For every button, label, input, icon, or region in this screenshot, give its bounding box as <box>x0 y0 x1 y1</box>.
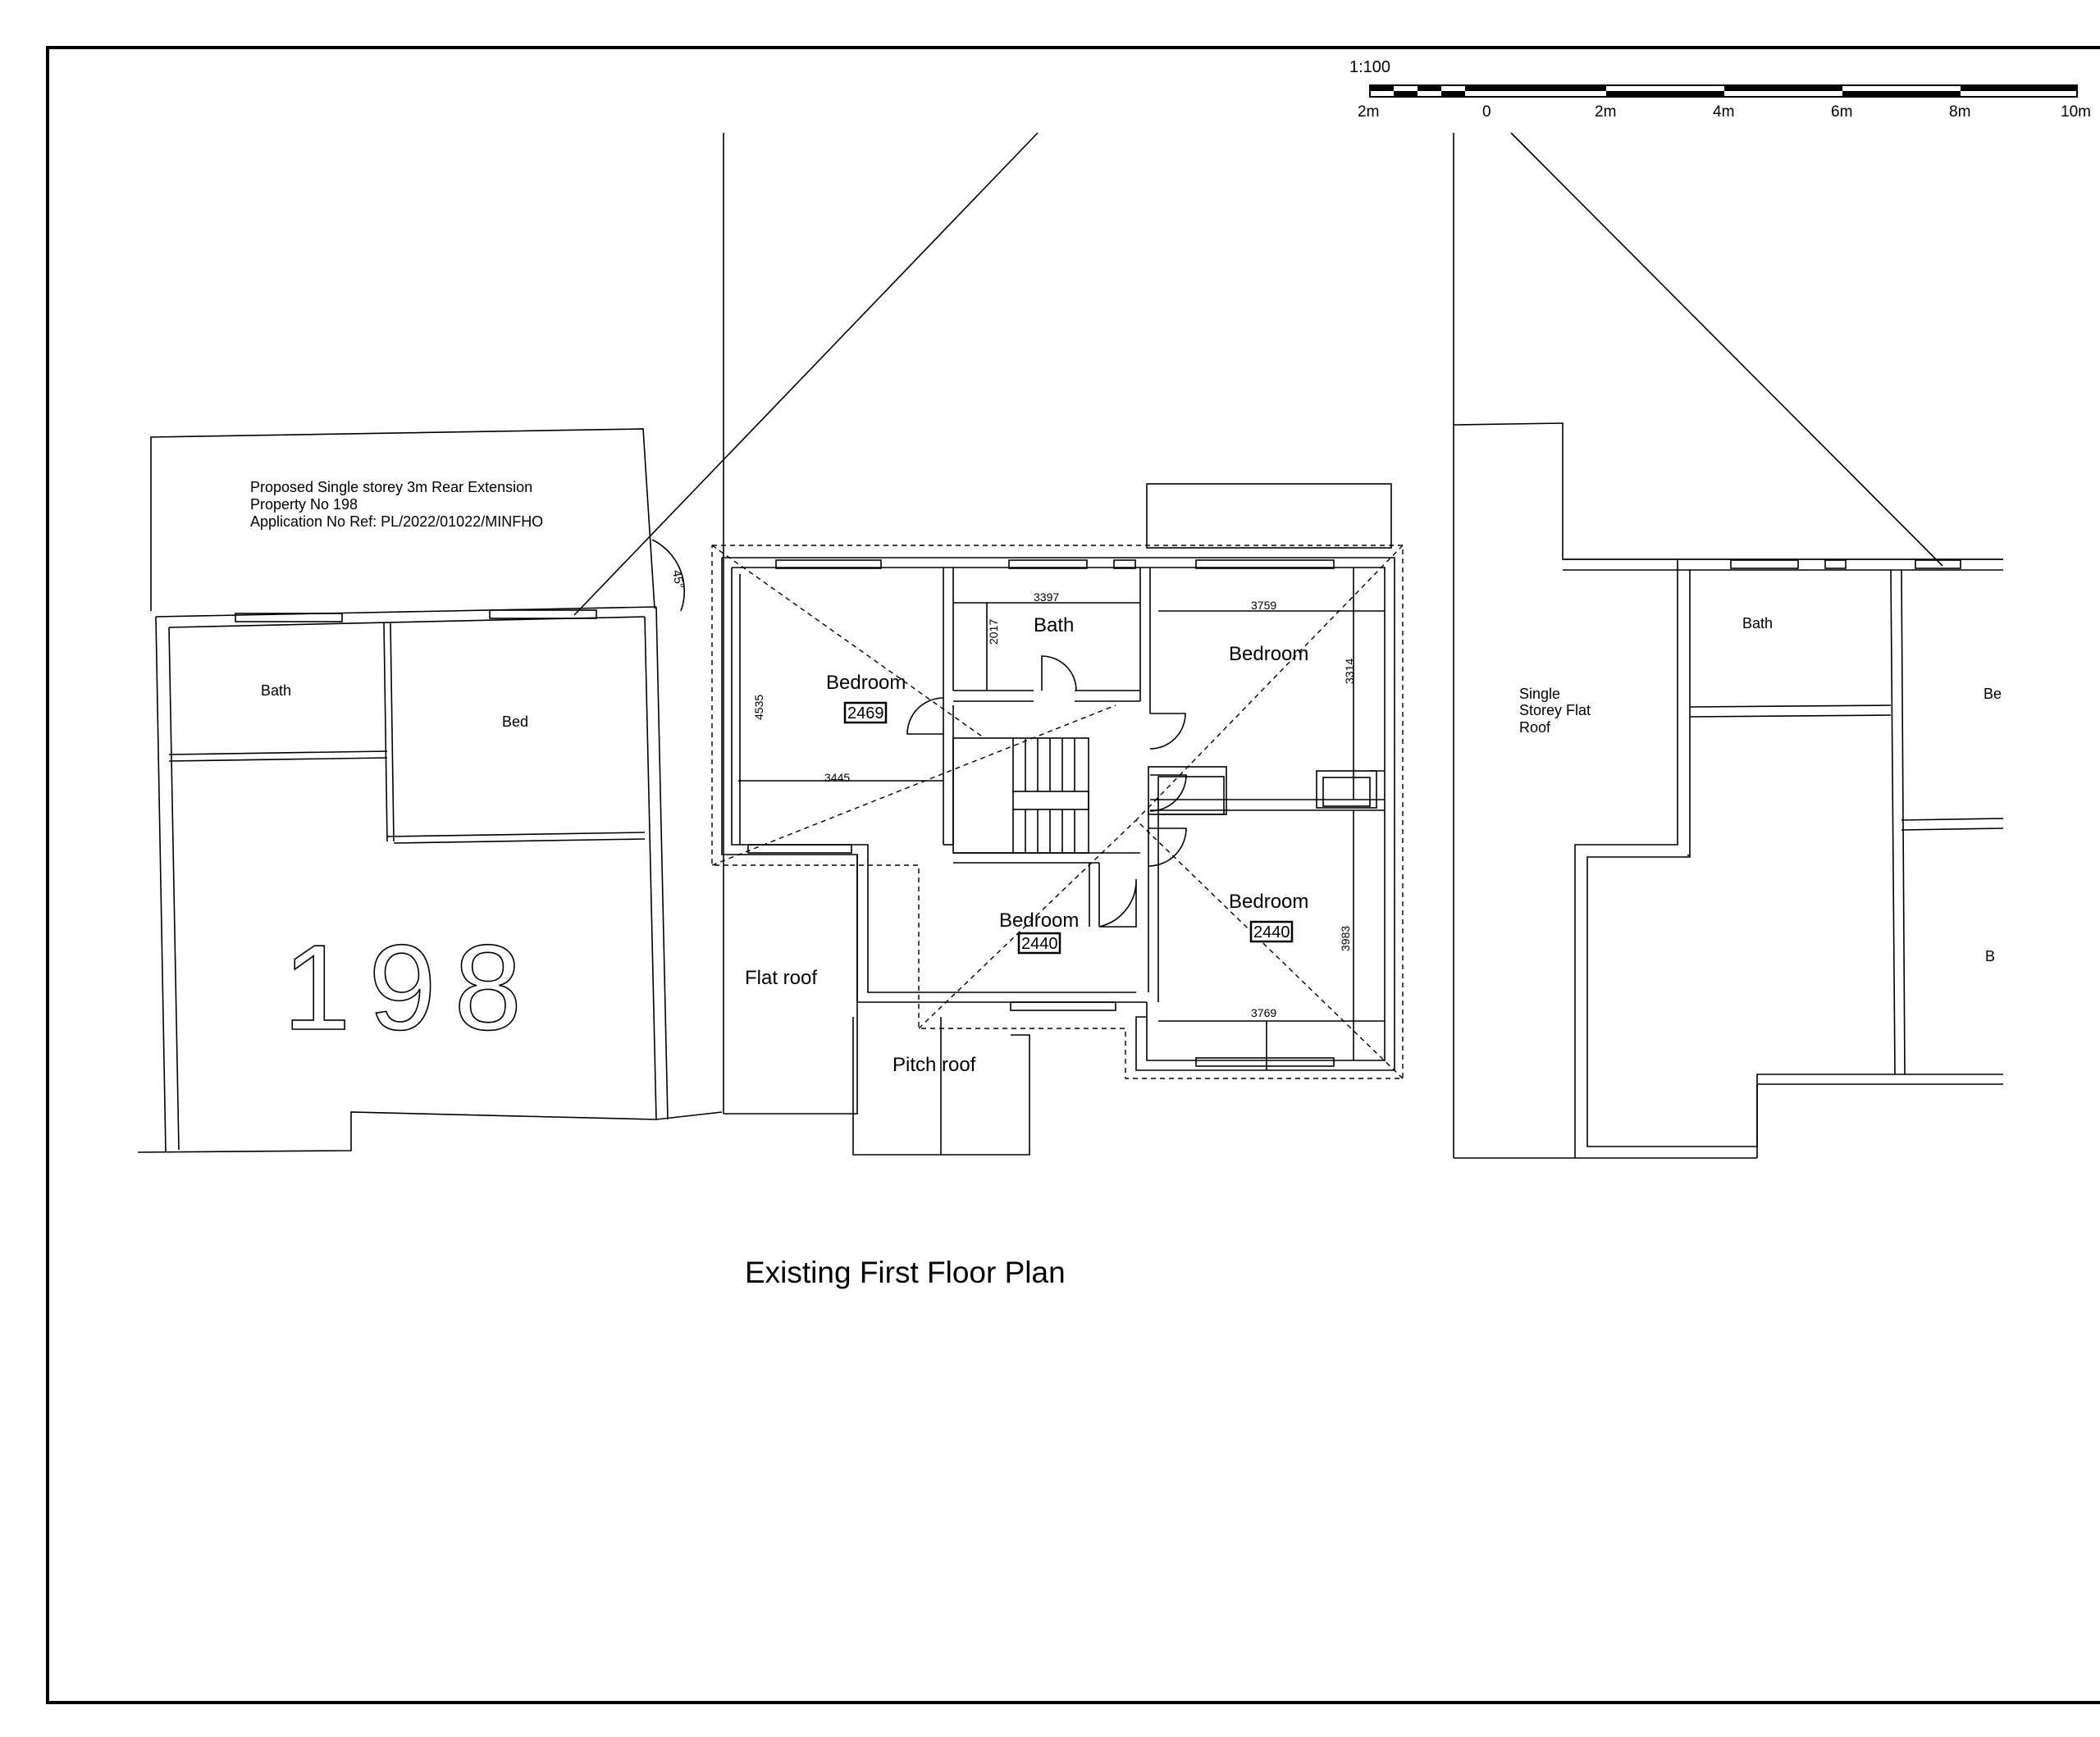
room-label-bedroom-3: Bedroom <box>999 910 1079 932</box>
dim-bedroom-1-horizontal: 3445 <box>824 771 850 784</box>
dim-bedroom-2-vertical: 3314 <box>1343 659 1356 684</box>
label-pitch-roof: Pitch roof <box>892 1054 976 1076</box>
scale-tick-6: 10m <box>2061 103 2091 121</box>
scale-tick-0: 2m <box>1358 103 1379 121</box>
dim-bath-horizontal: 3397 <box>1034 590 1059 604</box>
dim-bedroom-2-horizontal: 3759 <box>1251 599 1276 612</box>
roof-note-line-2: Storey Flat <box>1519 702 1591 718</box>
drawing-title: Existing First Floor Plan <box>745 1256 1066 1289</box>
scale-tick-2: 2m <box>1595 103 1616 121</box>
height-bedroom-1: 2469 <box>847 704 884 723</box>
angle-label: 45° <box>669 569 687 590</box>
dim-bath-vertical: 2017 <box>987 619 1000 645</box>
house-number-198: 198 <box>283 920 540 1055</box>
room-label-bed-right-1: Be <box>1984 686 2002 702</box>
room-label-bath: Bath <box>1034 614 1074 636</box>
scale-ratio: 1:100 <box>1349 58 1390 76</box>
room-label-bedroom-4: Bedroom <box>1229 891 1308 913</box>
height-box-bedroom-3 <box>1017 932 1061 955</box>
height-box-bedroom-1 <box>843 701 888 724</box>
roof-note-line-3: Roof <box>1519 719 1551 736</box>
scale-tick-5: 8m <box>1949 103 1970 121</box>
label-flat-roof: Flat roof <box>745 967 817 989</box>
extension-note-line-3: Application No Ref: PL/2022/01022/MINFHO <box>250 513 543 530</box>
main-house-plan: Bedroom 2469 Bath Bedroom Bedroom 2440 B… <box>711 133 1454 1158</box>
room-label-bedroom-1: Bedroom <box>826 672 906 694</box>
dim-bedroom-4-horizontal: 3769 <box>1251 1006 1276 1019</box>
roof-note-line-1: Single <box>1519 686 1560 702</box>
room-label-bedroom-2: Bedroom <box>1229 643 1308 665</box>
scale-tick-1: 0 <box>1482 103 1491 121</box>
height-bedroom-3: 2440 <box>1021 935 1058 953</box>
room-label-bath-left: Bath <box>261 682 291 699</box>
extension-note-line-1: Proposed Single storey 3m Rear Extension <box>250 479 532 495</box>
dim-bedroom-4-vertical: 3983 <box>1339 926 1352 951</box>
room-label-bed-left: Bed <box>502 713 528 730</box>
room-label-bath-right: Bath <box>1742 615 1773 631</box>
height-box-bedroom-4 <box>1249 920 1294 943</box>
scale-bar: 1:100 2m 0 2m 4m 6m 8m 10m <box>1349 58 2091 121</box>
scale-tick-3: 4m <box>1713 103 1734 121</box>
sheet-border <box>46 46 2100 1704</box>
left-neighbour-property: 45° Proposed Single storey 3m Rear Exten… <box>137 132 1039 1153</box>
scale-tick-4: 6m <box>1831 103 1852 121</box>
right-neighbour-property: Single Storey Flat Roof Bath Be B <box>1453 132 2004 1159</box>
room-label-bed-right-2: B <box>1985 948 1995 964</box>
dim-bedroom-1-vertical: 4535 <box>752 695 765 720</box>
height-bedroom-4: 2440 <box>1253 923 1290 941</box>
extension-note-line-2: Property No 198 <box>250 496 358 513</box>
